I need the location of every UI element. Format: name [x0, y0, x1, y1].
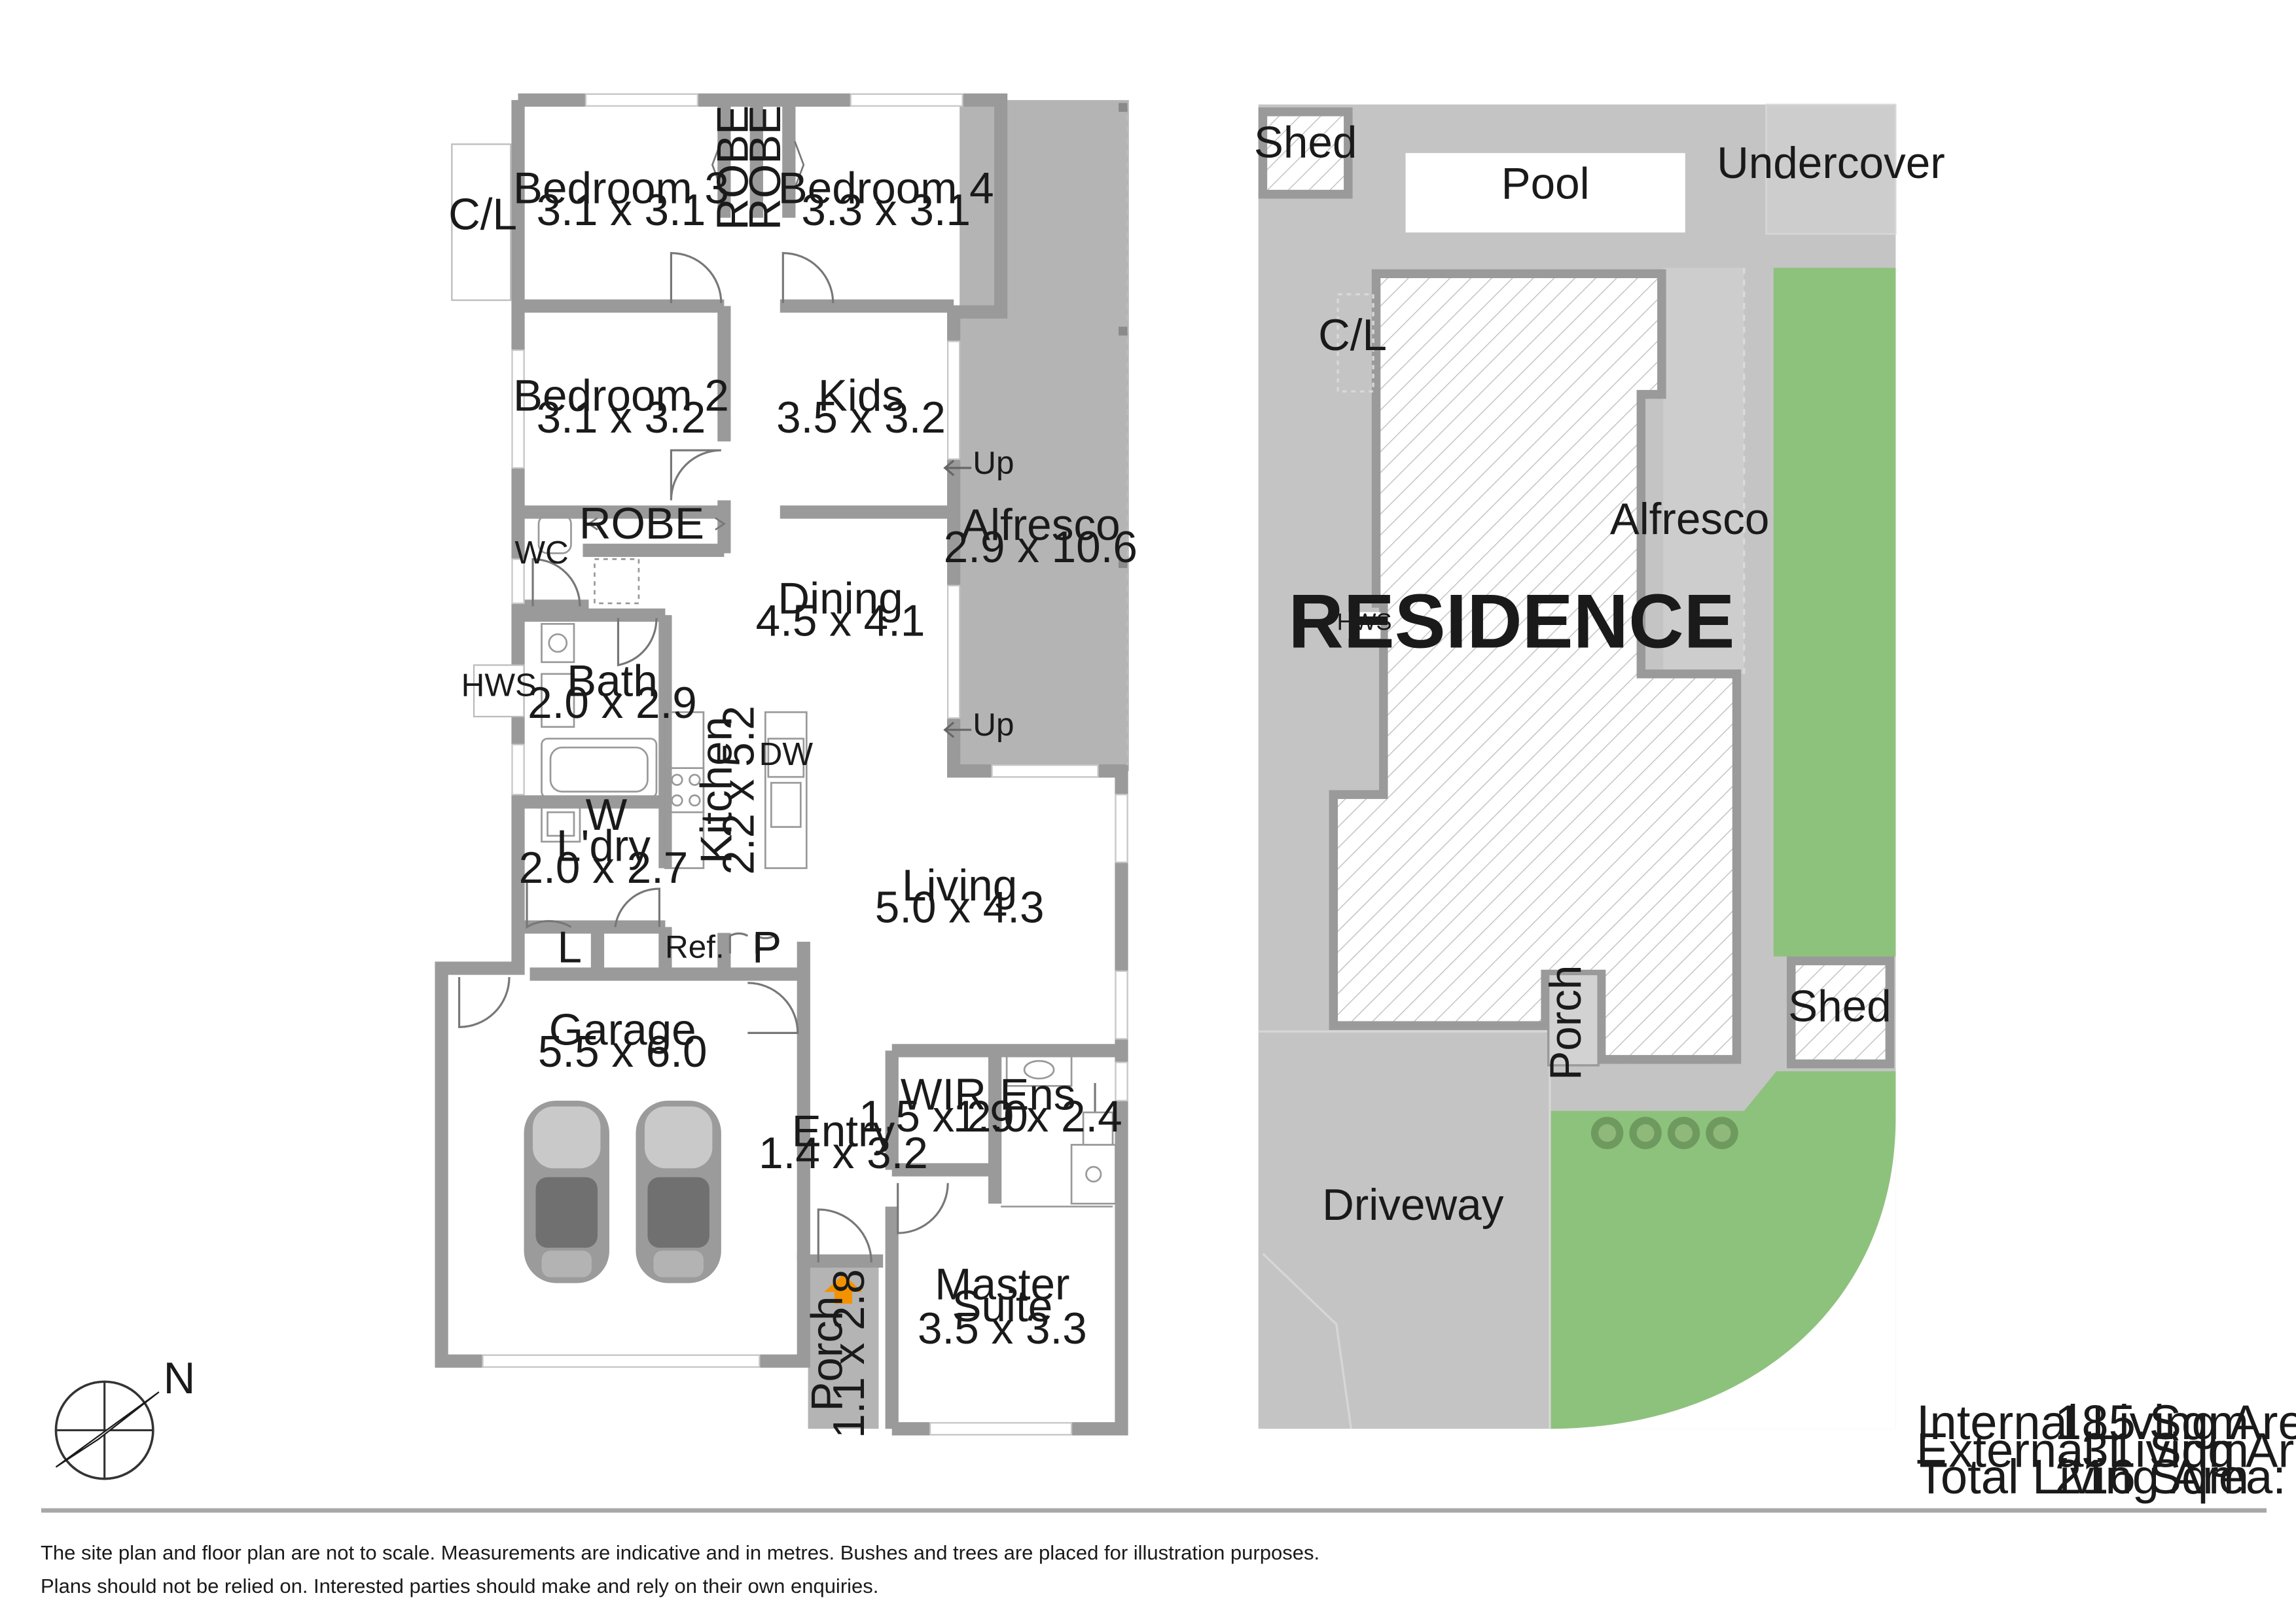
bedroom3-size: 3.1 x 3.1	[537, 186, 706, 235]
wir-size: 1.5 x 2.0	[859, 1092, 1028, 1141]
dw-label: DW	[759, 736, 814, 772]
robe-label-bed2: ROBE	[579, 499, 704, 548]
disclaimer-line-2: Plans should not be relied on. Intereste…	[41, 1575, 879, 1597]
entry-arrow-icon	[824, 1274, 863, 1304]
north-label: N	[164, 1354, 196, 1403]
lawn-lower	[1549, 1071, 1896, 1429]
clothesline-box	[451, 143, 512, 301]
master-size: 3.5 x 3.3	[918, 1304, 1087, 1353]
l-label: L	[557, 923, 582, 972]
kids-name: Kids	[818, 371, 904, 420]
ref-label: Ref.	[665, 929, 725, 965]
p-label: P	[752, 923, 781, 972]
living-size: 5.0 x 4.3	[875, 883, 1045, 933]
residence-footprint	[1329, 269, 1742, 1064]
garage-name: Garage	[549, 1005, 696, 1054]
bushes	[1590, 1116, 1738, 1150]
site-undercover-label: Undercover	[1717, 139, 1945, 188]
site-hws-label: HWS	[1337, 608, 1392, 635]
area-label: Total Living Area:	[1916, 1450, 2286, 1504]
entry-size: 1.4 x 3.2	[759, 1129, 928, 1178]
alfresco-floor	[960, 99, 1129, 772]
ensuite-name: Ens	[999, 1070, 1075, 1119]
site-shed-top-label: Shed	[1254, 118, 1357, 168]
lawn-upper	[1773, 268, 1896, 957]
undercover-area	[1765, 103, 1897, 235]
car-right	[636, 1100, 721, 1283]
bedroom3-name: Bedroom 3	[513, 164, 729, 213]
residence-label: RESIDENCE	[1288, 578, 1734, 664]
bath-size: 2.0 x 2.9	[528, 679, 697, 728]
area-value: 31 Sqm	[2081, 1423, 2249, 1478]
site-alfresco-label: Alfresco	[1610, 495, 1770, 544]
dining-size: 4.5 x 4.1	[756, 596, 925, 645]
site-hws-box	[1348, 612, 1381, 639]
site-pool-label: Pool	[1501, 160, 1590, 209]
dining-name: Dining	[778, 575, 903, 624]
wc-label: WC	[514, 535, 568, 571]
robe-label-2: ROBE	[741, 105, 790, 230]
area-value: 216 Sqm	[2054, 1450, 2249, 1504]
walls	[435, 93, 1128, 1436]
areas-table: Internal Living Area: 185 Sqm External L…	[1916, 1395, 2296, 1504]
up-label-1: Up	[973, 445, 1014, 481]
bedroom2-size: 3.1 x 3.2	[537, 393, 706, 442]
entry-name: Entry	[792, 1107, 895, 1156]
shed-bottom	[1786, 956, 1895, 1069]
car-left	[524, 1100, 609, 1283]
cl-label: C/L	[448, 190, 517, 240]
driveway-label: Driveway	[1322, 1181, 1504, 1230]
porch-size: 1.1 x 2.8	[825, 1269, 874, 1438]
up-label-2: Up	[973, 707, 1014, 743]
kitchen-size: 2.2 x 5.2	[714, 705, 763, 875]
site-porch-label: Porch	[1541, 965, 1590, 1080]
disclaimer-line-1: The site plan and floor plan are not to …	[41, 1541, 1320, 1564]
area-label: Internal Living Area:	[1916, 1395, 2296, 1450]
pool-shape	[1405, 152, 1685, 233]
alfresco-size: 2.9 x 10.6	[944, 523, 1138, 572]
porch-strip	[1547, 972, 1600, 1067]
area-label: External Living Area:	[1916, 1423, 2296, 1478]
bedroom2-name: Bedroom 2	[513, 371, 729, 420]
fixtures	[537, 514, 1117, 1208]
hws-box	[473, 664, 525, 718]
door-swings	[458, 252, 1096, 1263]
site-cl-label: C/L	[1318, 311, 1387, 360]
master-name-2: Suite	[952, 1282, 1053, 1331]
shed-top	[1258, 107, 1353, 199]
compass-icon: N	[54, 1354, 196, 1480]
laundry-size: 2.0 x 2.7	[519, 844, 689, 893]
master-name-1: Master	[935, 1260, 1069, 1309]
site-plan: Shed Pool Undercover C/L Alfresco HWS RE…	[1254, 103, 1945, 1429]
bath-name: Bath	[567, 657, 658, 706]
bedroom4-name: Bedroom 4	[778, 164, 994, 213]
kitchen-name: Kitchen	[692, 717, 742, 864]
ensuite-size: 1.9 x 2.4	[953, 1092, 1122, 1141]
robe-label-1: ROBE	[708, 105, 757, 230]
kids-size: 3.5 x 3.2	[776, 393, 946, 442]
site-shed-bottom-label: Shed	[1788, 982, 1892, 1031]
porch-name: Porch	[802, 1296, 852, 1411]
garage-size: 5.5 x 6.0	[538, 1027, 708, 1077]
hws-label: HWS	[461, 668, 537, 704]
area-value: 185 Sqm	[2054, 1395, 2249, 1450]
wir-name: WIR	[901, 1070, 986, 1119]
windows	[482, 93, 1128, 1436]
laundry-name: L'dry	[556, 821, 651, 870]
floor-plan: Bedroom 3 3.1 x 3.1 Bedroom 4 3.3 x 3.1 …	[435, 93, 1138, 1438]
alfresco-name: Alfresco	[961, 501, 1121, 550]
w-label: W	[586, 791, 628, 840]
divider-line	[41, 1508, 2267, 1513]
living-name: Living	[902, 861, 1017, 910]
bedroom4-size: 3.3 x 3.1	[801, 186, 971, 235]
